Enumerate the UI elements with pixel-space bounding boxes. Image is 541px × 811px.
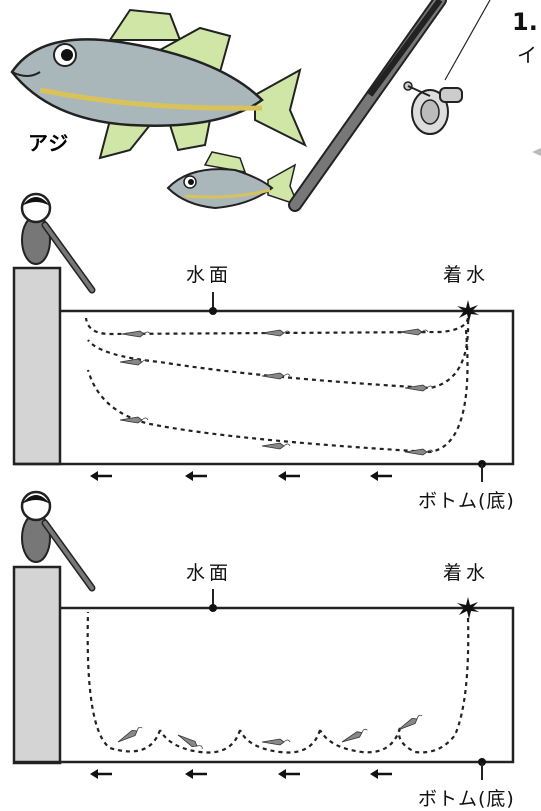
fish-label: アジ [28,131,69,155]
lure-icon [176,732,205,752]
lure-icon [116,725,145,745]
arrow-left-icon [368,469,394,483]
bottom-label: ボトム(底) [418,490,515,512]
arrow-fragment-icon [532,148,541,156]
pier [12,565,62,765]
arrow-left-icon [183,469,209,483]
fish-small-icon [166,151,300,210]
surface-label: 水面 [186,264,233,286]
lure-icon [119,358,149,366]
step-text-fragment: イ [517,43,537,67]
diagram-2 [12,490,515,781]
retrieve-path [84,317,470,454]
diagram-1 [12,192,515,483]
lure-icon [261,442,291,450]
splash-label: 着水 [443,264,490,286]
arrow-left-icon [276,767,302,781]
lure-icon [121,330,151,338]
pier [12,266,62,466]
arrow-left-icon [88,469,114,483]
lure-icon [261,372,291,380]
lure-icon [261,738,291,746]
arrow-left-icon [368,767,394,781]
fish-large-icon [10,8,307,160]
step-number: 1. [512,8,538,36]
fishing-rod-icon [288,0,491,212]
angler-icon [20,490,96,592]
angler-icon [20,192,96,294]
retrieve-path [86,611,470,754]
water-outline [14,606,515,764]
water-outline [14,309,515,466]
splash-label: 着水 [443,562,490,584]
bottom-label: ボトム(底) [418,788,515,810]
lure-icon [340,727,370,746]
arrow-left-icon [88,767,114,781]
surface-label: 水面 [186,562,233,584]
arrow-left-icon [183,767,209,781]
arrow-left-icon [276,469,302,483]
